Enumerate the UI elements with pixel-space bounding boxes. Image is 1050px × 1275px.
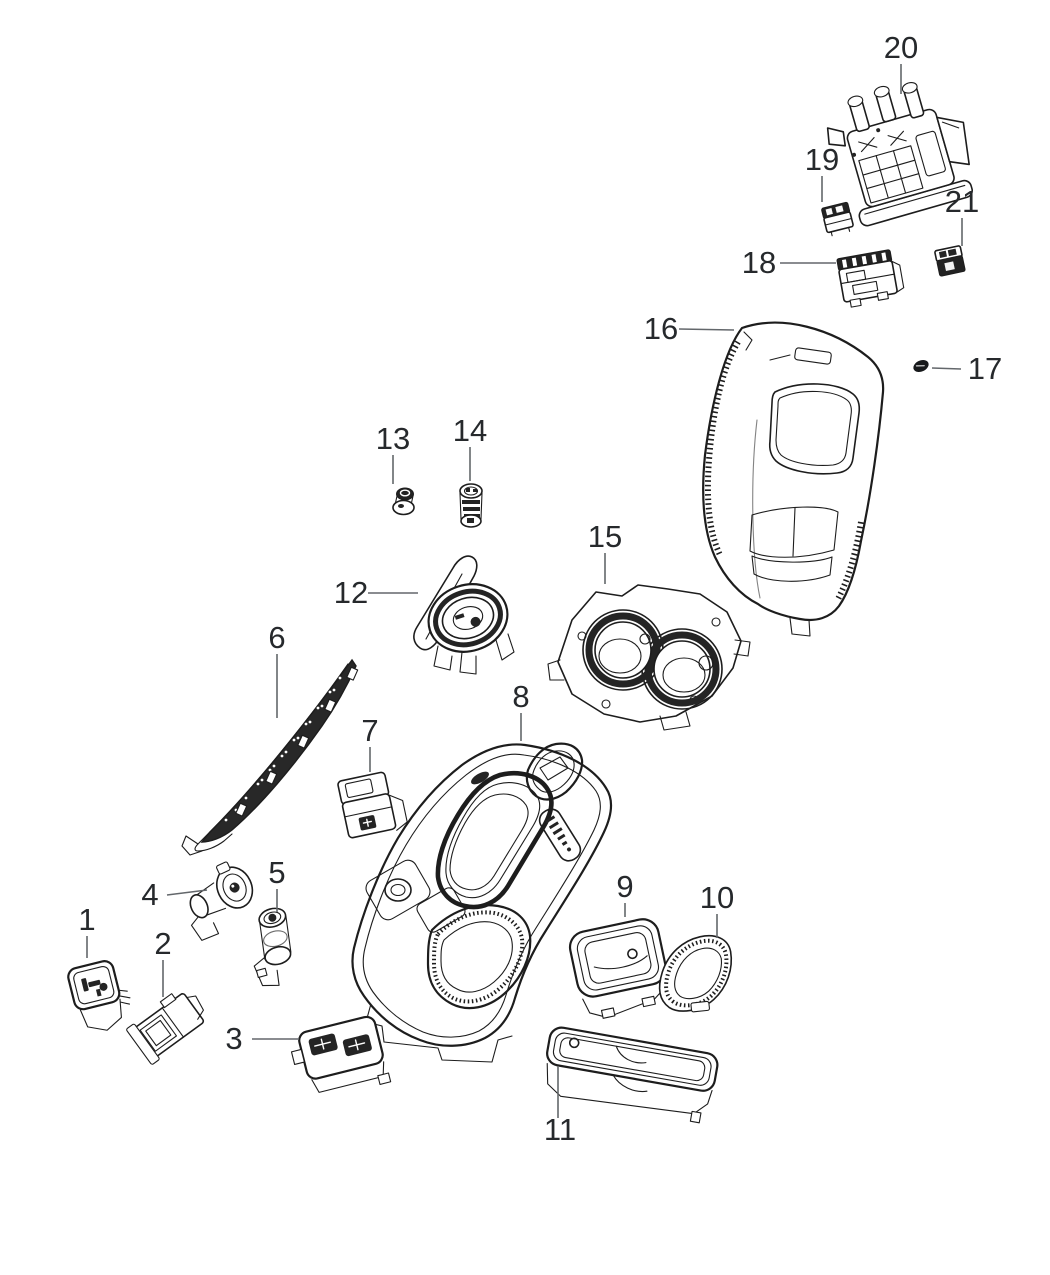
callout-label-6[interactable]: 6 (268, 620, 285, 655)
part-15-cupholder-drawing (547, 584, 751, 731)
callout-label-16[interactable]: 16 (644, 311, 678, 346)
callout-2[interactable]: 2 (154, 926, 172, 997)
part-13-cap-drawing (392, 487, 415, 516)
callout-label-4[interactable]: 4 (141, 877, 158, 912)
part-17-clip-drawing (913, 359, 929, 373)
part-4-power-outlet-socket-drawing (189, 861, 254, 941)
part-3-usb-media-hub-drawing (290, 1015, 392, 1093)
callout-label-15[interactable]: 15 (588, 519, 622, 554)
part-19-switch-drawing (821, 201, 854, 237)
callout-17[interactable]: 17 (931, 351, 1002, 386)
callout-label-9[interactable]: 9 (616, 869, 633, 904)
part-10-bin-mat-drawing (658, 934, 733, 1013)
callout-label-13[interactable]: 13 (376, 421, 410, 456)
callout-1[interactable]: 1 (78, 902, 96, 958)
callout-14[interactable]: 14 (453, 413, 487, 481)
callout-label-20[interactable]: 20 (884, 30, 918, 65)
callout-label-3[interactable]: 3 (225, 1021, 242, 1056)
part-2-connector-housing-drawing (126, 993, 205, 1065)
part-20-switch-bracket-assembly-drawing (826, 82, 973, 227)
part-14-lighter-element-drawing (459, 483, 483, 528)
callout-16[interactable]: 16 (644, 311, 735, 346)
part-8-console-shifter-bezel-drawing (351, 742, 613, 1063)
callout-15[interactable]: 15 (588, 519, 622, 584)
callout-label-11[interactable]: 11 (544, 1112, 576, 1147)
callout-18[interactable]: 18 (742, 245, 836, 280)
callout-20[interactable]: 20 (884, 30, 918, 94)
callout-label-8[interactable]: 8 (512, 679, 529, 714)
callout-label-17[interactable]: 17 (968, 351, 1002, 386)
part-12-power-outlet-with-lid-drawing (413, 555, 515, 675)
callout-label-18[interactable]: 18 (742, 245, 776, 280)
callout-label-1[interactable]: 1 (78, 902, 95, 937)
callout-label-7[interactable]: 7 (361, 713, 378, 748)
callout-13[interactable]: 13 (376, 421, 410, 484)
part-6-mesh-trim-insert-drawing (181, 658, 359, 856)
callout-10[interactable]: 10 (700, 880, 734, 938)
callout-3[interactable]: 3 (225, 1021, 299, 1056)
callout-19[interactable]: 19 (805, 142, 839, 202)
callout-label-19[interactable]: 19 (805, 142, 839, 177)
part-16-console-rear-cover-drawing (702, 321, 885, 637)
callout-5[interactable]: 5 (268, 855, 286, 912)
callout-label-12[interactable]: 12 (334, 575, 368, 610)
callout-7[interactable]: 7 (361, 713, 379, 772)
part-1-outlet-switch-drawing (67, 960, 131, 1031)
callout-9[interactable]: 9 (616, 869, 634, 917)
part-18-switch-module-drawing (836, 249, 905, 308)
part-21-switch-drawing (934, 245, 966, 277)
part-5-power-outlet-socket-drawing (253, 907, 292, 987)
callout-8[interactable]: 8 (512, 679, 530, 741)
callout-label-10[interactable]: 10 (700, 880, 734, 915)
callout-label-5[interactable]: 5 (268, 855, 285, 890)
callout-11[interactable]: 11 (544, 1066, 576, 1147)
callout-21[interactable]: 21 (945, 184, 979, 246)
callout-label-21[interactable]: 21 (945, 184, 979, 219)
callout-12[interactable]: 12 (334, 575, 418, 610)
callout-label-2[interactable]: 2 (154, 926, 171, 961)
callout-4[interactable]: 4 (141, 877, 208, 912)
callout-label-14[interactable]: 14 (453, 413, 487, 448)
callout-6[interactable]: 6 (268, 620, 286, 718)
part-7-switch-drawing (337, 771, 408, 839)
part-11-storage-bin-long-drawing (546, 1026, 719, 1124)
